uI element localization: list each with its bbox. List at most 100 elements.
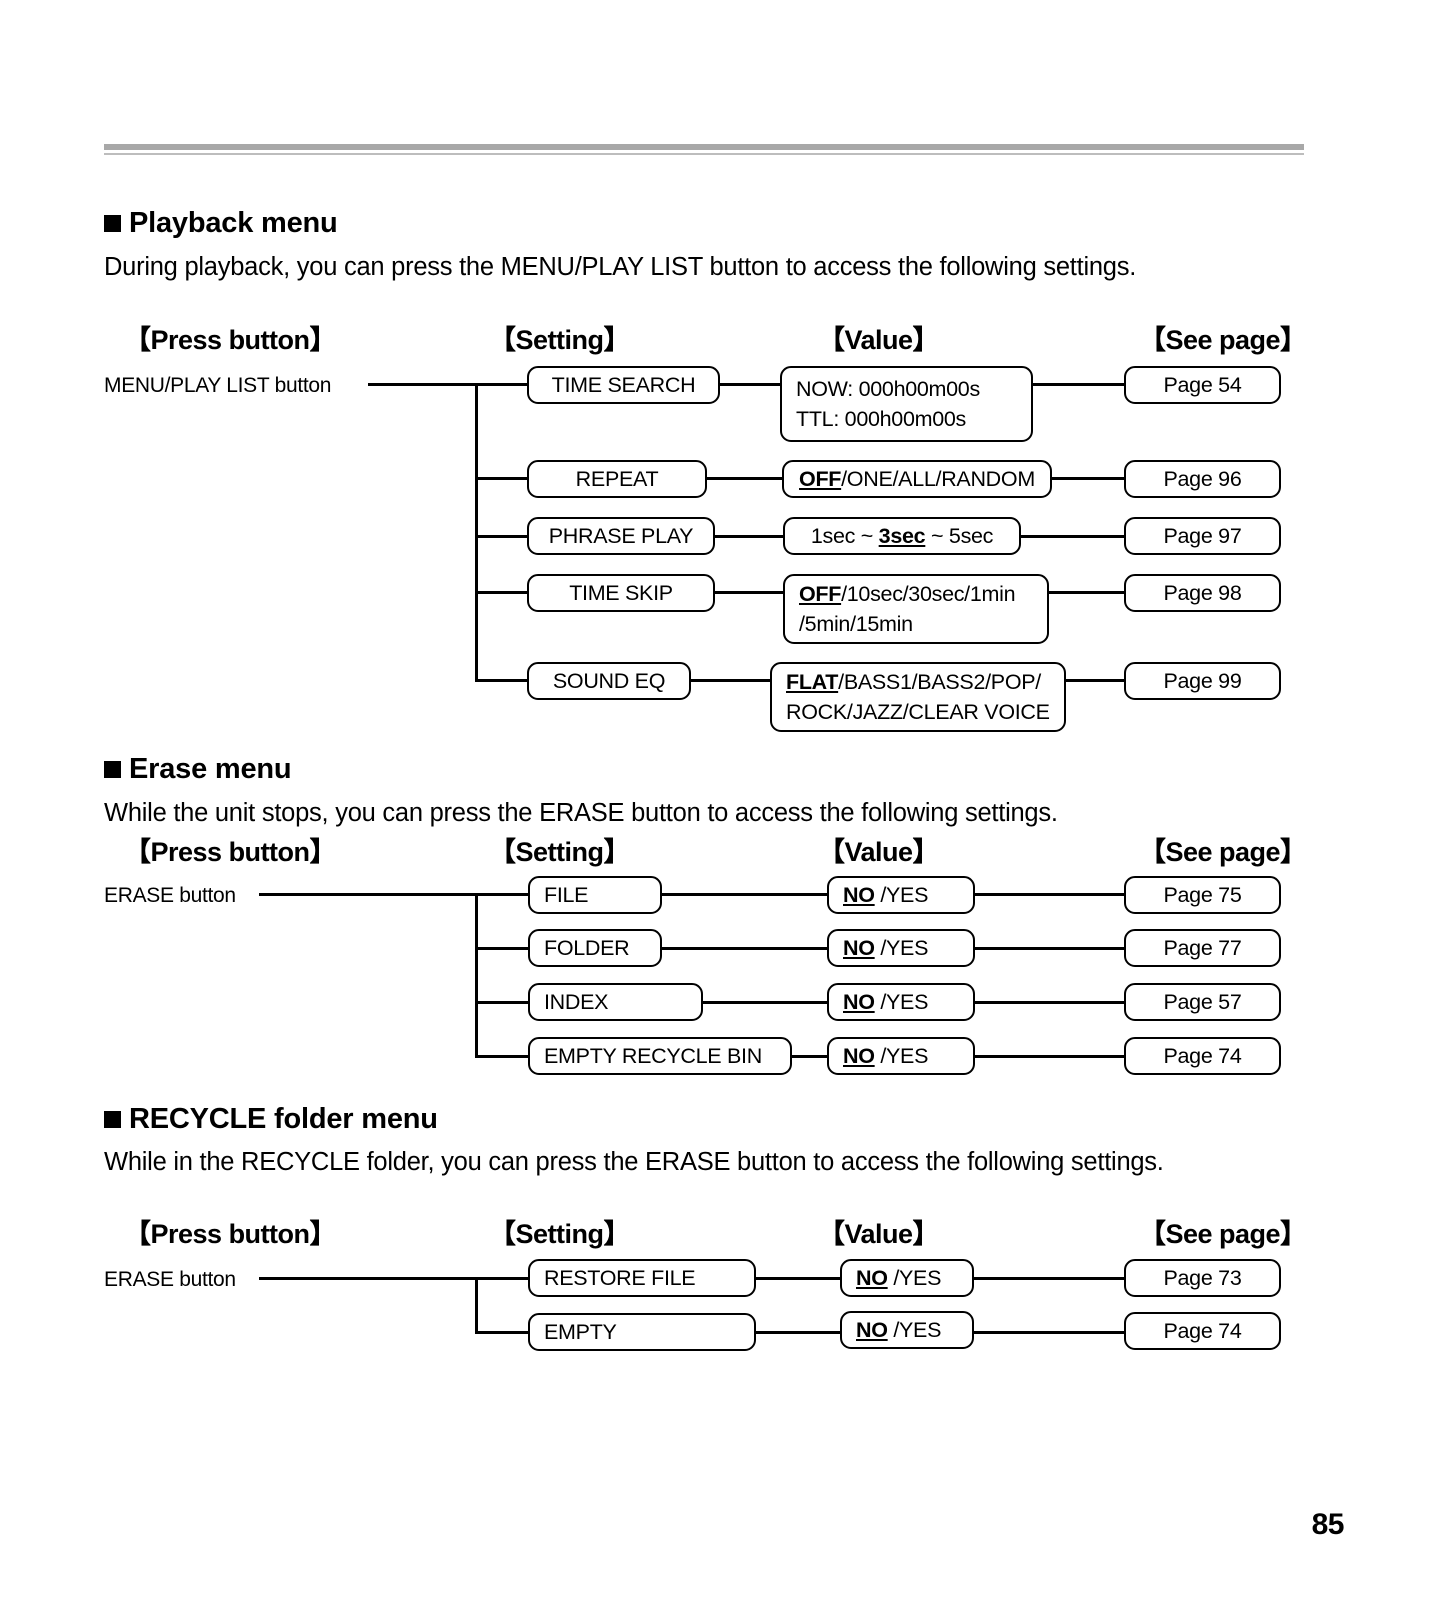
section-heading-recycle: RECYCLE folder menu [104, 1103, 438, 1136]
value-default: NO [843, 990, 875, 1014]
connector-setting-to-value [790, 1055, 830, 1058]
column-header-press-button: 【Press button】 [124, 1219, 337, 1249]
value-default: NO [843, 936, 875, 960]
setting-node-restore-file[interactable]: RESTORE FILE [528, 1259, 756, 1297]
column-header-value: 【Value】 [818, 837, 940, 867]
page-node-sound-eq[interactable]: Page 99 [1124, 662, 1281, 700]
setting-node-label: EMPTY RECYCLE BIN [544, 1044, 762, 1068]
page-node-label: Page 98 [1163, 581, 1242, 605]
value-prefix: 1sec ~ [810, 524, 879, 548]
setting-node-label: TIME SEARCH [551, 373, 696, 397]
connector-trunk [475, 383, 478, 681]
setting-node-time-search[interactable]: TIME SEARCH [527, 366, 720, 404]
value-rest: /YES [874, 883, 929, 907]
page-node-file[interactable]: Page 75 [1124, 876, 1281, 914]
setting-node-folder[interactable]: FOLDER [528, 929, 662, 967]
value-node-repeat[interactable]: OFF/ONE/ALL/RANDOM [782, 460, 1052, 498]
connector-trunk-to-setting [475, 947, 531, 950]
value-node-phrase-play[interactable]: 1sec ~ 3sec ~ 5sec [783, 517, 1021, 555]
value-default: NO [856, 1266, 888, 1290]
source-label-menu-play-list: MENU/PLAY LIST button [104, 374, 332, 397]
setting-node-label: REPEAT [575, 467, 659, 491]
connector-source-to-trunk [368, 383, 538, 386]
setting-node-label: FOLDER [544, 936, 630, 960]
value-node-restore-file[interactable]: NO /YES [840, 1259, 974, 1297]
column-header-setting: 【Setting】 [489, 837, 631, 867]
page-node-phrase-play[interactable]: Page 97 [1124, 517, 1281, 555]
value-node-time-search[interactable]: NOW: 000h00m00s TTL: 000h00m00s [780, 366, 1033, 442]
connector-trunk-to-setting [475, 535, 530, 538]
value-node-line-1: OFF/ONE/ALL/RANDOM [784, 464, 1050, 494]
page-node-empty[interactable]: Page 74 [1124, 1312, 1281, 1350]
setting-node-label: EMPTY [544, 1320, 617, 1344]
setting-node-sound-eq[interactable]: SOUND EQ [527, 662, 691, 700]
page-number: 85 [1311, 1508, 1345, 1541]
value-node-index[interactable]: NO /YES [827, 983, 975, 1021]
value-node-line-1: NO /YES [829, 1041, 973, 1071]
value-rest: /YES [887, 1266, 942, 1290]
page-node-empty-recycle-bin[interactable]: Page 74 [1124, 1037, 1281, 1075]
section-intro-recycle: While in the RECYCLE folder, you can pre… [104, 1148, 1164, 1176]
value-default: NO [843, 883, 875, 907]
section-heading-erase: Erase menu [104, 753, 292, 786]
connector-source-to-trunk [259, 1277, 539, 1280]
value-node-line-1: NO /YES [829, 880, 973, 910]
connector-value-to-page [972, 1331, 1126, 1334]
connector-setting-to-value [754, 1331, 844, 1334]
setting-node-phrase-play[interactable]: PHRASE PLAY [527, 517, 715, 555]
connector-trunk-to-setting [475, 679, 530, 682]
header-rule-thick [104, 144, 1304, 150]
source-label-erase-button: ERASE button [104, 1268, 236, 1291]
setting-node-file[interactable]: FILE [528, 876, 662, 914]
page-node-time-search[interactable]: Page 54 [1124, 366, 1281, 404]
value-node-folder[interactable]: NO /YES [827, 929, 975, 967]
page-node-repeat[interactable]: Page 96 [1124, 460, 1281, 498]
value-node-line-1: NO /YES [829, 933, 973, 963]
page-node-label: Page 97 [1163, 524, 1242, 548]
bullet-square-icon [104, 761, 121, 778]
setting-node-label: PHRASE PLAY [548, 524, 694, 548]
setting-node-time-skip[interactable]: TIME SKIP [527, 574, 715, 612]
connector-value-to-page [1050, 477, 1126, 480]
value-default: FLAT [786, 670, 839, 694]
source-label-erase-button: ERASE button [104, 884, 236, 907]
value-default: OFF [799, 582, 842, 606]
page-node-restore-file[interactable]: Page 73 [1124, 1259, 1281, 1297]
connector-setting-to-value [713, 591, 785, 594]
connector-value-to-page [973, 1001, 1126, 1004]
value-node-line-2: /5min/15min [799, 612, 913, 636]
value-node-line-2: TTL: 000h00m00s [796, 407, 966, 431]
value-node-line-2: ROCK/JAZZ/CLEAR VOICE [786, 700, 1050, 724]
connector-trunk-to-setting [475, 1001, 531, 1004]
setting-node-empty-recycle-bin[interactable]: EMPTY RECYCLE BIN [528, 1037, 792, 1075]
value-rest: /BASS1/BASS2/POP/ [838, 670, 1041, 694]
page-node-folder[interactable]: Page 77 [1124, 929, 1281, 967]
value-suffix: ~ 5sec [925, 524, 994, 548]
value-node-line-1: FLAT/BASS1/BASS2/POP/ [772, 667, 1064, 697]
value-rest: /YES [874, 936, 929, 960]
setting-node-empty[interactable]: EMPTY [528, 1313, 756, 1351]
bullet-square-icon [104, 215, 121, 232]
value-node-sound-eq[interactable]: FLAT/BASS1/BASS2/POP/ ROCK/JAZZ/CLEAR VO… [770, 662, 1066, 732]
setting-node-label: INDEX [544, 990, 609, 1014]
connector-trunk-to-setting [475, 1055, 531, 1058]
page-node-time-skip[interactable]: Page 98 [1124, 574, 1281, 612]
value-default: NO [856, 1318, 888, 1342]
setting-node-repeat[interactable]: REPEAT [527, 460, 707, 498]
value-rest: /10sec/30sec/1min [841, 582, 1016, 606]
value-default: NO [843, 1044, 875, 1068]
setting-node-index[interactable]: INDEX [528, 983, 703, 1021]
page-node-index[interactable]: Page 57 [1124, 983, 1281, 1021]
header-rule-gap [104, 150, 1304, 153]
connector-trunk [475, 893, 478, 1056]
value-node-file[interactable]: NO /YES [827, 876, 975, 914]
value-node-time-skip[interactable]: OFF/10sec/30sec/1min /5min/15min [783, 574, 1049, 644]
value-rest: /YES [874, 1044, 929, 1068]
connector-value-to-page [973, 893, 1126, 896]
connector-setting-to-value [754, 1277, 844, 1280]
connector-value-to-page [1031, 383, 1126, 386]
header-rule-thin [104, 153, 1304, 155]
connector-trunk-to-setting [475, 477, 530, 480]
value-node-empty[interactable]: NO /YES [840, 1311, 974, 1349]
value-node-empty-recycle-bin[interactable]: NO /YES [827, 1037, 975, 1075]
